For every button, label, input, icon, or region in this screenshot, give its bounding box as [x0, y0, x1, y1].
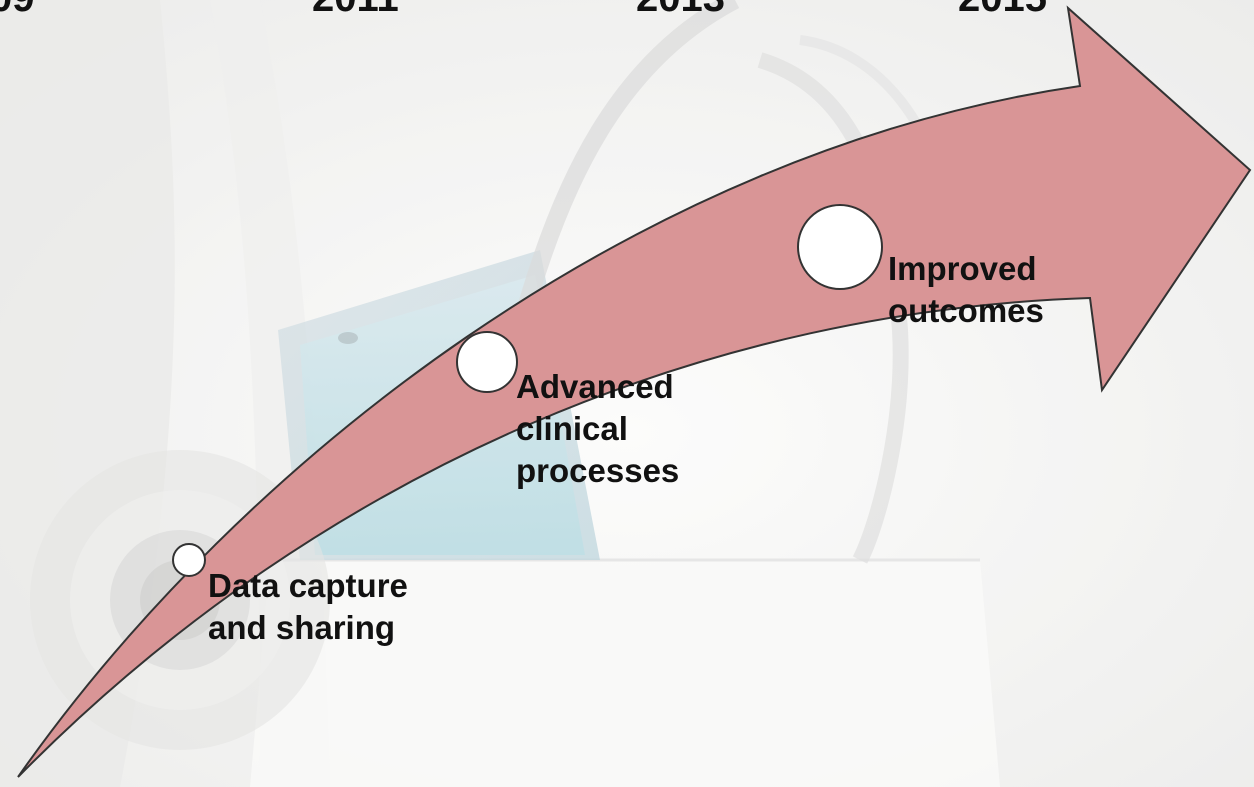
stage-label-improved-outcomes: Improved outcomes [888, 250, 1044, 329]
milestone-circle-2 [456, 331, 518, 393]
stage-label-data-capture: Data capture and sharing [208, 567, 408, 646]
milestone-circle-1 [172, 543, 206, 577]
stage-label-advanced-clinical: Advanced clinical processes [516, 368, 680, 489]
growth-arrow [17, 5, 1252, 778]
year-label-4: 2015 [958, 0, 1047, 18]
year-label-1: 09 [0, 0, 35, 18]
milestone-circle-3 [797, 204, 883, 290]
year-label-2: 2011 [312, 0, 399, 18]
year-label-3: 2013 [636, 0, 725, 18]
